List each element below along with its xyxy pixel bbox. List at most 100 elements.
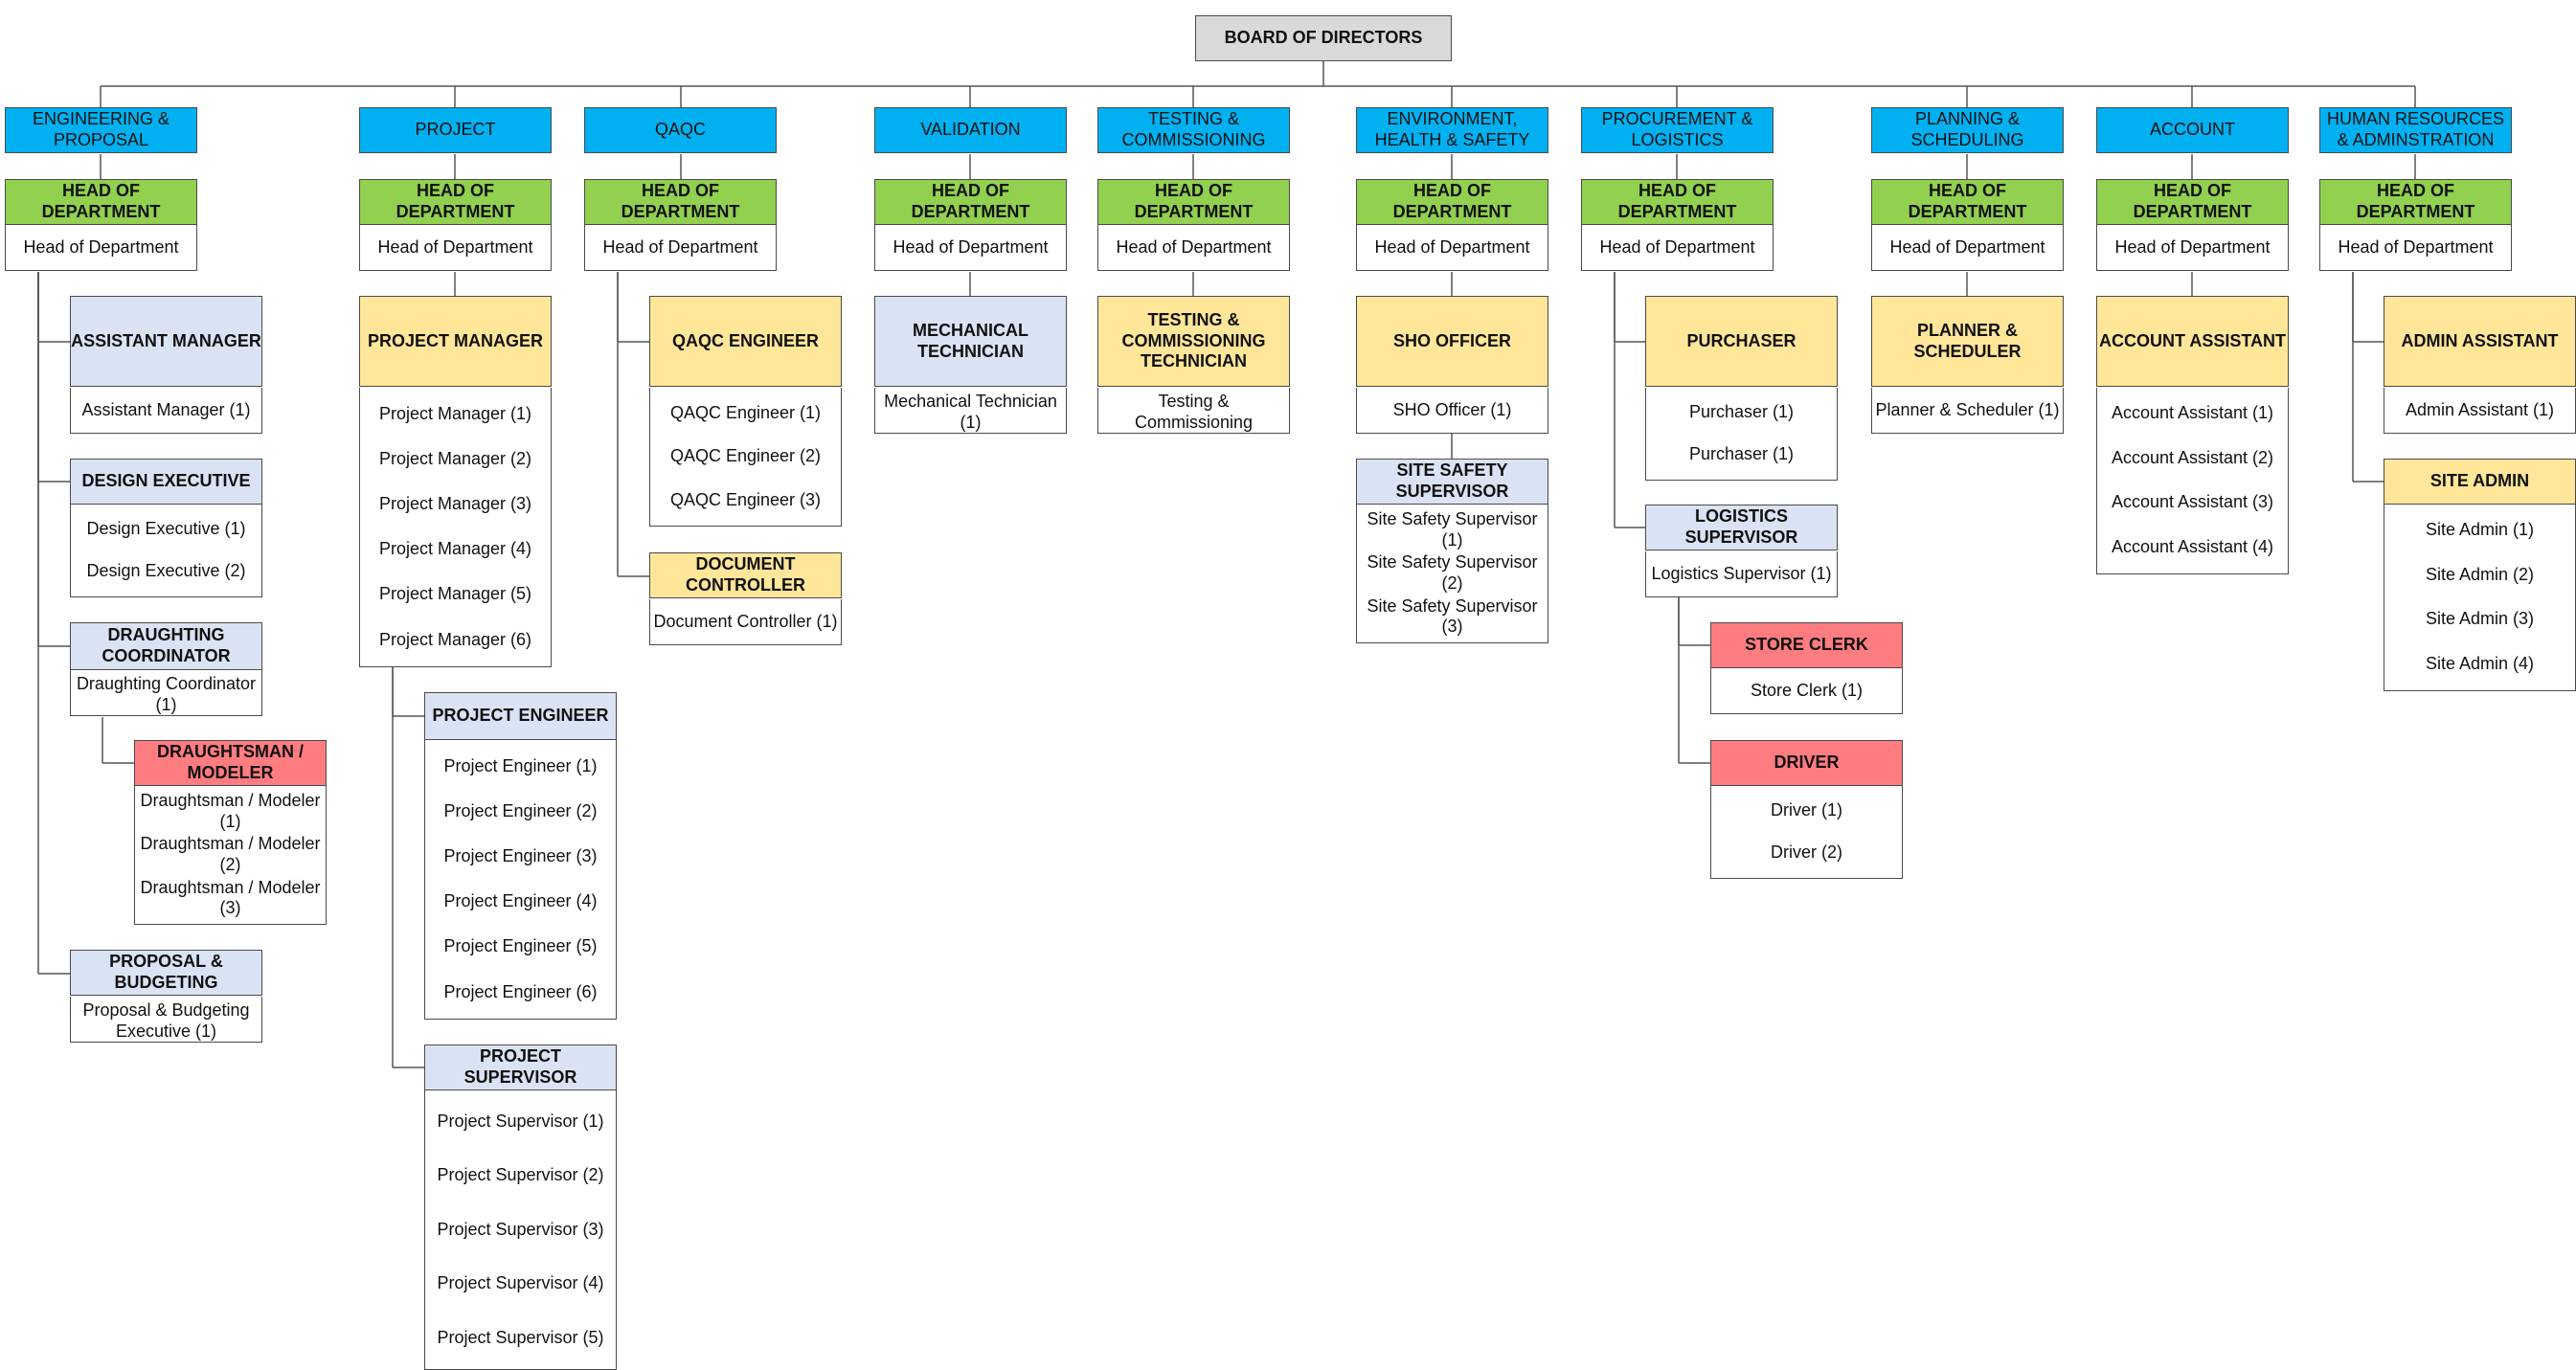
role-header: DOCUMENT CONTROLLER: [649, 552, 842, 598]
role-member: Logistics Supervisor (1): [1651, 563, 1832, 583]
role-header: PLANNER & SCHEDULER: [1871, 296, 2064, 387]
role-member: Project Supervisor (3): [437, 1219, 604, 1239]
role-member: Design Executive (2): [86, 561, 246, 581]
role-member-list: Draughting Coordinator (1): [70, 670, 262, 716]
department-name-box: ACCOUNT: [2096, 107, 2289, 153]
role-member: Testing & Commissioning: [1134, 392, 1254, 432]
role-member-list: Document Controller (1): [649, 599, 842, 645]
role-member: Project Manager (5): [378, 584, 532, 604]
role-header: PROPOSAL & BUDGETING: [70, 950, 262, 996]
role-header: DESIGN EXECUTIVE: [70, 459, 262, 505]
role-member-list: Site Admin (1) Site Admin (2) Site Admin (…: [2384, 505, 2576, 691]
role-member: Purchaser (1): [1688, 402, 1795, 422]
role-header: PROJECT SUPERVISOR: [424, 1044, 617, 1090]
role-header: PROJECT ENGINEER: [424, 692, 617, 740]
role-header: DRIVER: [1710, 740, 1903, 786]
role-member: Planner & Scheduler (1): [1875, 399, 2060, 419]
role-member-list: Testing & Commissioning: [1097, 388, 1290, 434]
head-of-department-label: Head of Department: [1581, 225, 1774, 271]
role-member-list: Project Supervisor (1) Project Supervisor…: [424, 1090, 617, 1370]
role-member: Project Engineer (3): [443, 846, 598, 866]
role-member-list: Store Clerk (1): [1710, 668, 1903, 714]
role-member-list: Site Safety Supervisor (1)Site Safety Su…: [1356, 505, 1548, 643]
role-member: Account Assistant (4): [2111, 536, 2274, 556]
role-member: Admin Assistant (1): [2405, 399, 2555, 419]
department-name-box: ENGINEERING & PROPOSAL: [5, 107, 197, 153]
department-name-box: ENVIRONMENT, HEALTH & SAFETY: [1356, 107, 1548, 153]
role-header: SHO OFFICER: [1356, 296, 1548, 387]
department-name-box: PROJECT: [359, 107, 552, 153]
role-member: SHO Officer (1): [1392, 399, 1512, 419]
role-member: Draughting Coordinator (1): [76, 674, 257, 714]
role-member: QAQC Engineer (1): [669, 402, 822, 422]
role-member: Draughtsman / Modeler (2): [140, 834, 321, 874]
role-member: Project Manager (1): [378, 403, 532, 423]
role-member: Project Supervisor (1): [437, 1111, 604, 1131]
role-member: Project Engineer (5): [443, 936, 598, 956]
role-member-list: SHO Officer (1): [1356, 388, 1548, 434]
department-name-box: HUMAN RESOURCES & ADMINSTRATION: [2319, 107, 2512, 153]
role-member: Site Admin (3): [2425, 609, 2535, 629]
role-member: Driver (2): [1771, 842, 1842, 863]
role-member: Draughtsman / Modeler (3): [140, 877, 321, 918]
role-member: Site Admin (2): [2425, 564, 2535, 584]
head-of-department-label: Head of Department: [584, 225, 777, 271]
head-of-department-header: HEAD OF DEPARTMENT: [2319, 179, 2512, 225]
head-of-department-label: Head of Department: [1871, 225, 2064, 271]
role-member-list: Design Executive (1)Design Executive (2): [70, 505, 262, 597]
department-name-box: PROCUREMENT & LOGISTICS: [1581, 107, 1774, 153]
department-name-box: TESTING & COMMISSIONING: [1097, 107, 1290, 153]
head-of-department-label: Head of Department: [5, 225, 197, 271]
role-member: Project Engineer (1): [443, 755, 598, 775]
role-header: SITE SAFETY SUPERVISOR: [1356, 459, 1548, 505]
head-of-department-label: Head of Department: [1356, 225, 1548, 271]
role-header: ADMIN ASSISTANT: [2384, 296, 2576, 387]
head-of-department-header: HEAD OF DEPARTMENT: [1871, 179, 2064, 225]
role-member-list: Planner & Scheduler (1): [1871, 388, 2064, 434]
role-member: Project Manager (2): [378, 448, 532, 468]
role-member: Project Manager (4): [378, 539, 532, 559]
department-name-box: VALIDATION: [874, 107, 1067, 153]
head-of-department-header: HEAD OF DEPARTMENT: [584, 179, 777, 225]
role-member: Project Engineer (4): [443, 891, 598, 911]
role-member: Project Manager (3): [378, 494, 532, 514]
role-member-list: Mechanical Technician (1): [874, 388, 1067, 434]
role-header: SITE ADMIN: [2384, 459, 2576, 505]
role-member: Project Supervisor (4): [437, 1273, 604, 1293]
head-of-department-label: Head of Department: [2096, 225, 2289, 271]
role-member-list: Assistant Manager (1): [70, 388, 262, 434]
head-of-department-label: Head of Department: [1097, 225, 1290, 271]
role-member: Draughtsman / Modeler (1): [140, 791, 321, 831]
role-member: Document Controller (1): [653, 611, 838, 631]
role-header: ASSISTANT MANAGER: [70, 296, 262, 387]
role-member: Site Admin (1): [2425, 520, 2535, 540]
role-header: STORE CLERK: [1710, 622, 1903, 668]
role-member: Store Clerk (1): [1750, 680, 1864, 700]
role-member-list: Purchaser (1)Purchaser (1): [1645, 388, 1838, 481]
role-member: Site Safety Supervisor (2): [1367, 552, 1538, 593]
role-member: Site Admin (4): [2425, 653, 2535, 673]
role-member-list: Account Assistant (1)Account Assistant (…: [2096, 388, 2289, 574]
role-member: Account Assistant (3): [2111, 492, 2274, 512]
role-header: QAQC ENGINEER: [649, 296, 842, 387]
head-of-department-header: HEAD OF DEPARTMENT: [874, 179, 1067, 225]
role-member-list: Proposal & Budgeting Executive (1): [70, 997, 262, 1043]
role-member: QAQC Engineer (3): [669, 489, 822, 509]
department-name-box: QAQC: [584, 107, 777, 153]
role-member-list: Logistics Supervisor (1): [1645, 551, 1838, 597]
role-member: Mechanical Technician (1): [884, 392, 1057, 432]
head-of-department-header: HEAD OF DEPARTMENT: [359, 179, 552, 225]
role-header: PROJECT MANAGER: [359, 296, 552, 387]
role-member: Project Engineer (2): [443, 800, 598, 820]
head-of-department-header: HEAD OF DEPARTMENT: [5, 179, 197, 225]
role-header: DRAUGHTSMAN / MODELER: [134, 740, 327, 786]
role-header: PURCHASER: [1645, 296, 1838, 387]
role-member: Project Supervisor (5): [437, 1327, 604, 1347]
role-header: ACCOUNT ASSISTANT: [2096, 296, 2289, 387]
head-of-department-label: Head of Department: [359, 225, 552, 271]
role-member: Driver (1): [1771, 800, 1842, 820]
department-name-box: PLANNING & SCHEDULING: [1871, 107, 2064, 153]
role-member: Assistant Manager (1): [81, 399, 251, 419]
role-member-list: Project Engineer (1) Project Engineer (2)…: [424, 740, 617, 1020]
role-member-list: Admin Assistant (1): [2384, 388, 2576, 434]
